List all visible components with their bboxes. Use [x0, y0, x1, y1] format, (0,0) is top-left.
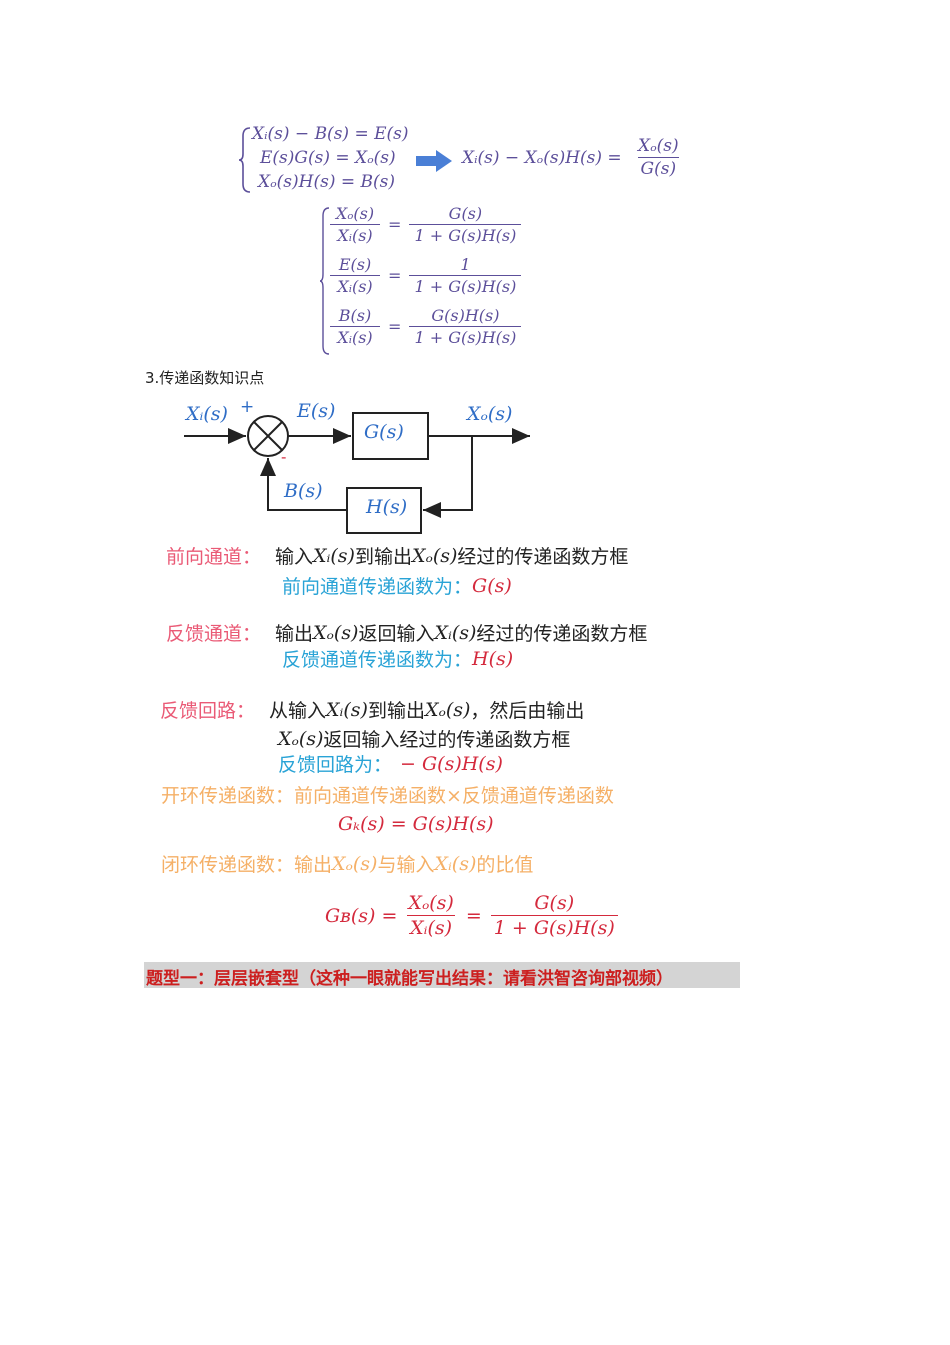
error-label: E(s): [297, 400, 336, 422]
plus-sign-label: +: [240, 397, 255, 417]
forward-path-title: 前向通道：: [166, 546, 262, 568]
closed-loop-text-b: 与输入: [377, 854, 435, 876]
open-loop-formula: Gₖ(s) = G(s)H(s): [338, 813, 494, 835]
equation-result-lhs: Xᵢ(s) − Xₒ(s)H(s) =: [462, 148, 622, 168]
feedback-path-desc-b: 返回输入: [358, 623, 435, 645]
feedback-loop-tf-value: − G(s)H(s): [400, 752, 503, 775]
feedback-loop-line-2: Xₒ(s) 返回输入经过的传递函数方框: [278, 725, 570, 752]
fraction-numerator: G(s): [448, 204, 483, 223]
feedback-loop-tf: 反馈回路为： − G(s)H(s): [278, 750, 503, 777]
fraction-numerator: Xₒ(s): [638, 136, 679, 156]
feedback-loop-text-d: 返回输入经过的传递函数方框: [323, 729, 571, 751]
feedback-path-line: 反馈通道： 输出 Xₒ(s) 返回输入 Xᵢ(s) 经过的传递函数方框: [166, 619, 647, 646]
equation-result-fraction: Xₒ(s)G(s): [632, 136, 685, 179]
feedback-path-output-symbol: Xₒ(s): [313, 621, 359, 644]
fraction-numerator: Xₒ(s): [408, 892, 454, 914]
equals-sign: =: [465, 904, 482, 927]
feedback-loop-output-symbol: Xₒ(s): [424, 698, 471, 721]
fraction-numerator: G(s)H(s): [431, 306, 500, 325]
open-loop-title: 开环传递函数：前向通道传递函数×反馈通道传递函数: [161, 785, 614, 807]
fraction-numerator: Xₒ(s): [335, 204, 375, 223]
fraction-denominator: Xᵢ(s): [330, 326, 380, 347]
feedback-block-label: H(s): [366, 496, 408, 518]
closed-loop-output-symbol: Xₒ(s): [332, 852, 378, 875]
feedback-loop-text-a: 从输入: [269, 700, 327, 722]
fraction-numerator: G(s): [534, 892, 575, 914]
closed-loop-text-a: 闭环传递函数：输出: [161, 854, 333, 876]
fraction-denominator: 1 + G(s)H(s): [409, 224, 522, 245]
input-label: Xᵢ(s): [186, 403, 228, 425]
section-heading: 3.传递函数知识点: [145, 369, 265, 387]
fraction-numerator: 1: [460, 255, 471, 274]
block-diagram: [184, 412, 530, 534]
forward-path-output-symbol: Xₒ(s): [411, 544, 458, 567]
feedback-path-title: 反馈通道：: [166, 623, 262, 645]
fraction-denominator: 1 + G(s)H(s): [409, 326, 522, 347]
feedback-path-desc-a: 输出: [275, 623, 314, 645]
feedback-loop-input-symbol: Xᵢ(s): [326, 698, 368, 721]
output-label: Xₒ(s): [467, 403, 513, 425]
feedback-takeoff-line: [423, 436, 473, 518]
fraction-denominator: Xᵢ(s): [407, 915, 456, 939]
question-banner: 题型一：层层嵌套型（这种一眼就能写出结果：请看洪智咨询部视频）: [144, 962, 740, 989]
feedback-return-line: [260, 458, 347, 511]
question-banner-text: 题型一：层层嵌套型（这种一眼就能写出结果：请看洪智咨询部视频）: [146, 969, 673, 989]
feedback-loop-title: 反馈回路：: [160, 700, 256, 722]
feedback-loop-text-b: 到输出: [367, 700, 425, 722]
forward-block-label: G(s): [364, 421, 404, 443]
equals-sign: =: [388, 317, 402, 336]
fraction-numerator: E(s): [338, 255, 372, 274]
forward-path-tf-label: 前向通道传递函数为：: [282, 576, 473, 598]
feedback-loop-line-1: 反馈回路： 从输入 Xᵢ(s) 到输出 Xₒ(s) ，然后由输出: [160, 696, 584, 723]
fraction-denominator: Xᵢ(s): [330, 275, 380, 296]
feedback-loop-output-symbol-2: Xₒ(s): [278, 727, 324, 750]
closed-loop-title: 闭环传递函数：输出 Xₒ(s) 与输入 Xᵢ(s) 的比值: [161, 850, 533, 877]
equation-2: E(s)G(s) = Xₒ(s): [260, 148, 396, 168]
implies-arrow-icon: [416, 150, 452, 172]
feedback-path-desc-c: 经过的传递函数方框: [476, 623, 648, 645]
ratio-output-input: Xₒ(s)Xᵢ(s) = G(s)1 + G(s)H(s): [328, 204, 523, 245]
feedback-path-input-symbol: Xᵢ(s): [434, 621, 477, 644]
fraction-denominator: G(s): [637, 157, 680, 179]
fraction-denominator: 1 + G(s)H(s): [409, 275, 522, 296]
forward-path-desc-a: 输入: [275, 546, 314, 568]
fraction-denominator: Xᵢ(s): [330, 224, 380, 245]
feedback-path-tf: 反馈通道传递函数为： H(s): [282, 645, 513, 672]
fraction-denominator: 1 + G(s)H(s): [490, 915, 618, 939]
equals-sign: =: [388, 215, 402, 234]
equation-3: Xₒ(s)H(s) = B(s): [258, 172, 395, 192]
ratio-feedback-input: B(s)Xᵢ(s) = G(s)H(s)1 + G(s)H(s): [328, 306, 523, 347]
forward-path-tf-value: G(s): [472, 574, 512, 597]
equation-1: Xᵢ(s) − B(s) = E(s): [252, 124, 409, 144]
left-brace-icon: [238, 127, 251, 193]
forward-path-tf: 前向通道传递函数为： G(s): [282, 572, 512, 599]
forward-path-line: 前向通道： 输入 Xᵢ(s) 到输出 Xₒ(s) 经过的传递函数方框: [166, 542, 628, 569]
forward-path-input-symbol: Xᵢ(s): [313, 544, 355, 567]
feedback-path-tf-value: H(s): [472, 647, 514, 670]
feedback-loop-tf-label: 反馈回路为：: [278, 754, 393, 776]
feedback-path-tf-label: 反馈通道传递函数为：: [282, 649, 473, 671]
equals-sign: =: [388, 266, 402, 285]
feedback-signal-label: B(s): [284, 480, 323, 502]
feedback-loop-text-c: ，然后由输出: [470, 700, 585, 722]
forward-path-desc-b: 到输出: [354, 546, 412, 568]
closed-loop-text-c: 的比值: [476, 854, 534, 876]
minus-sign-label: -: [281, 448, 287, 466]
forward-path-desc-c: 经过的传递函数方框: [457, 546, 629, 568]
fraction-numerator: B(s): [338, 306, 372, 325]
closed-loop-lhs: Gʙ(s) =: [325, 904, 398, 927]
closed-loop-input-symbol: Xᵢ(s): [434, 852, 477, 875]
closed-loop-formula: Gʙ(s) = Xₒ(s)Xᵢ(s) = G(s)1 + G(s)H(s): [325, 892, 621, 939]
left-brace-icon: [319, 207, 330, 355]
